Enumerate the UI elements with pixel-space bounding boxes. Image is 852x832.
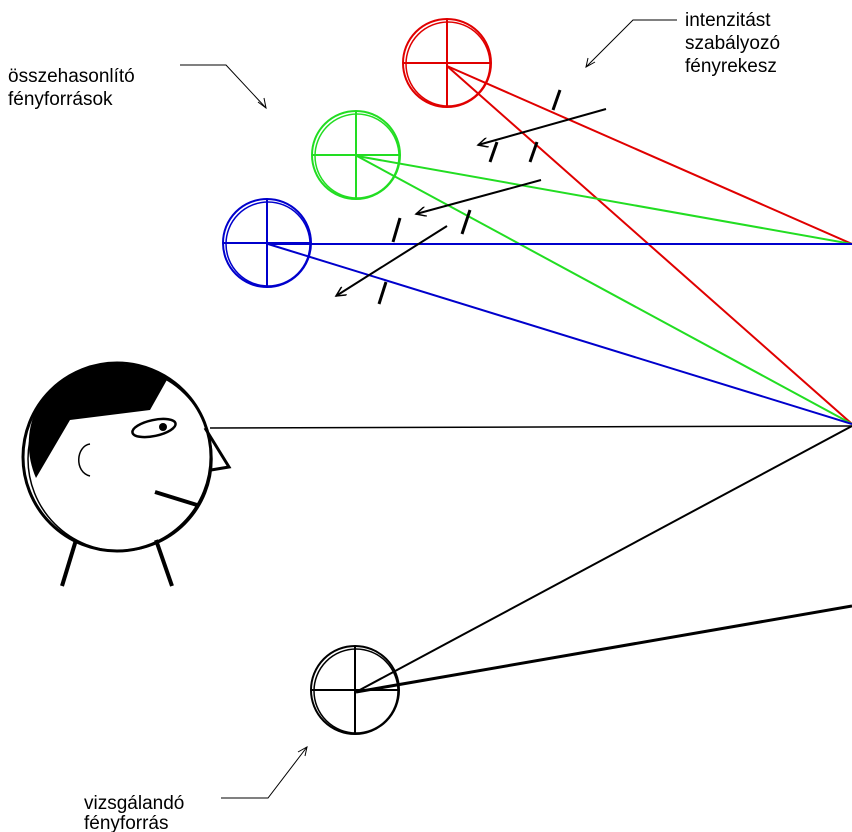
label-aperture-line1: intenzitást xyxy=(685,10,771,31)
label-comparison-line2: fényforrások xyxy=(8,89,113,110)
pupil-shape xyxy=(159,423,167,431)
blue-ray-lower xyxy=(267,243,852,425)
green-lamp-icon xyxy=(311,110,401,200)
line-of-sight xyxy=(209,425,852,429)
label-comparison-line1: összehasonlító xyxy=(8,66,135,87)
label-test-line1: vizsgálandó xyxy=(84,793,184,814)
observer-icon xyxy=(21,361,232,587)
leader-aperture xyxy=(585,19,677,68)
green-ray-upper xyxy=(356,155,852,245)
label-test-line2: fényforrás xyxy=(84,813,168,832)
aperture-slits xyxy=(377,89,562,305)
test-ray-lower xyxy=(355,604,852,694)
ear-shape xyxy=(78,443,91,477)
nose-shape xyxy=(203,427,232,472)
green-ray-lower xyxy=(356,155,852,425)
aperture-slit-red-2 xyxy=(528,141,539,163)
test-ray-to-screen xyxy=(355,425,852,693)
label-intensity-aperture: intenzitást szabályozó fényrekesz xyxy=(685,10,780,77)
label-aperture-line3: fényrekesz xyxy=(685,56,777,77)
test-lamp-icon xyxy=(310,645,400,735)
leader-test xyxy=(221,746,308,799)
neck-left xyxy=(60,539,78,587)
mouth-shape xyxy=(154,490,198,507)
adjust-arrow-2 xyxy=(416,179,542,214)
label-aperture-line2: szabályozó xyxy=(685,33,780,54)
leader-lines xyxy=(180,19,677,799)
green-rays xyxy=(356,155,852,425)
adjust-arrow-1 xyxy=(478,108,607,145)
aperture-slit-blue-1 xyxy=(391,217,402,243)
adjust-arrow-3 xyxy=(336,225,448,296)
leader-comparison xyxy=(180,64,267,109)
aperture-slit-red-1 xyxy=(551,89,562,111)
blue-lamp-icon xyxy=(222,198,312,288)
label-comparison-sources: összehasonlító fényforrások xyxy=(8,66,135,110)
aperture-slit-blue-2 xyxy=(377,281,388,305)
red-lamp-icon xyxy=(402,18,492,108)
adjust-arrows xyxy=(336,108,607,296)
aperture-slit-green-2 xyxy=(460,209,472,235)
blue-rays xyxy=(267,243,852,425)
label-test-source: vizsgálandó fényforrás xyxy=(84,793,184,832)
neck-right xyxy=(154,539,174,587)
aperture-slit-green-1 xyxy=(488,141,499,163)
hair-shape xyxy=(28,364,168,478)
black-rays xyxy=(209,425,852,694)
red-ray-upper xyxy=(446,65,852,245)
